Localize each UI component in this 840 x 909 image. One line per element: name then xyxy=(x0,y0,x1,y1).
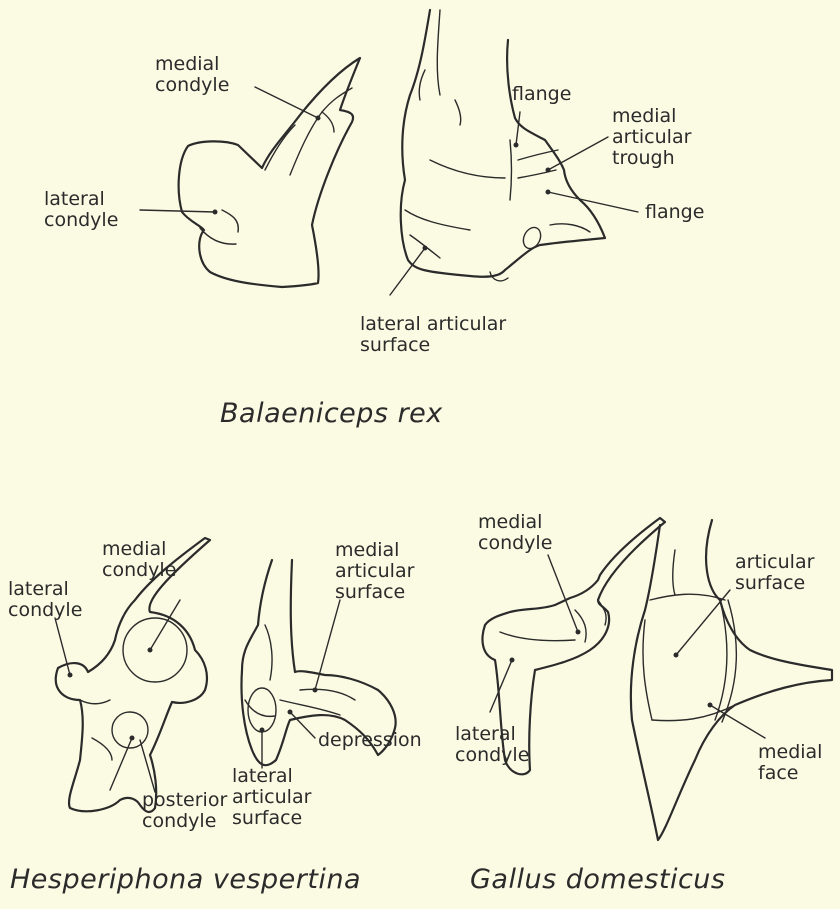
label-line: flange xyxy=(512,83,571,105)
label-line: condyle xyxy=(478,532,552,554)
label-line: flange xyxy=(645,201,704,223)
caption-gallus: Gallus domesticus xyxy=(470,864,725,895)
label-line: surface xyxy=(232,807,302,829)
label-line: articular xyxy=(612,126,692,148)
label-line: condyle xyxy=(44,209,118,231)
label-line: condyle xyxy=(155,74,229,96)
label-line: depression xyxy=(318,729,422,751)
label-line: lateral articular xyxy=(360,313,506,335)
hesperiphona-leaders xyxy=(55,600,340,792)
label-line: posterior xyxy=(142,789,227,811)
label-balaeniceps-flange-right: flange xyxy=(645,201,704,223)
label-hesperiphona-depression: depression xyxy=(318,729,422,751)
balaeniceps-bone-right xyxy=(401,10,605,281)
label-line: articular xyxy=(735,551,815,573)
label-line: medial xyxy=(478,511,542,533)
label-balaeniceps-flange-top: flange xyxy=(512,83,571,105)
caption-hesperiphona: Hesperiphona vespertina xyxy=(10,864,361,895)
label-line: medial xyxy=(102,538,166,560)
label-line: condyle xyxy=(102,559,176,581)
label-line: condyle xyxy=(142,810,216,832)
label-line: lateral xyxy=(455,723,516,745)
label-line: condyle xyxy=(455,744,529,766)
label-line: trough xyxy=(612,147,675,169)
label-line: surface xyxy=(335,581,405,603)
label-line: condyle xyxy=(8,599,82,621)
label-line: articular xyxy=(335,560,415,582)
balaeniceps-leaders xyxy=(140,87,638,295)
label-line: face xyxy=(758,762,798,784)
label-line: medial xyxy=(758,741,822,763)
label-line: medial xyxy=(335,539,399,561)
label-line: surface xyxy=(360,334,430,356)
caption-balaeniceps: Balaeniceps rex xyxy=(220,398,443,429)
label-line: lateral xyxy=(44,188,105,210)
label-line: medial xyxy=(612,105,676,127)
label-line: articular xyxy=(232,786,312,808)
label-line: lateral xyxy=(232,765,293,787)
label-line: lateral xyxy=(8,578,69,600)
label-line: medial xyxy=(155,53,219,75)
label-line: surface xyxy=(735,572,805,594)
